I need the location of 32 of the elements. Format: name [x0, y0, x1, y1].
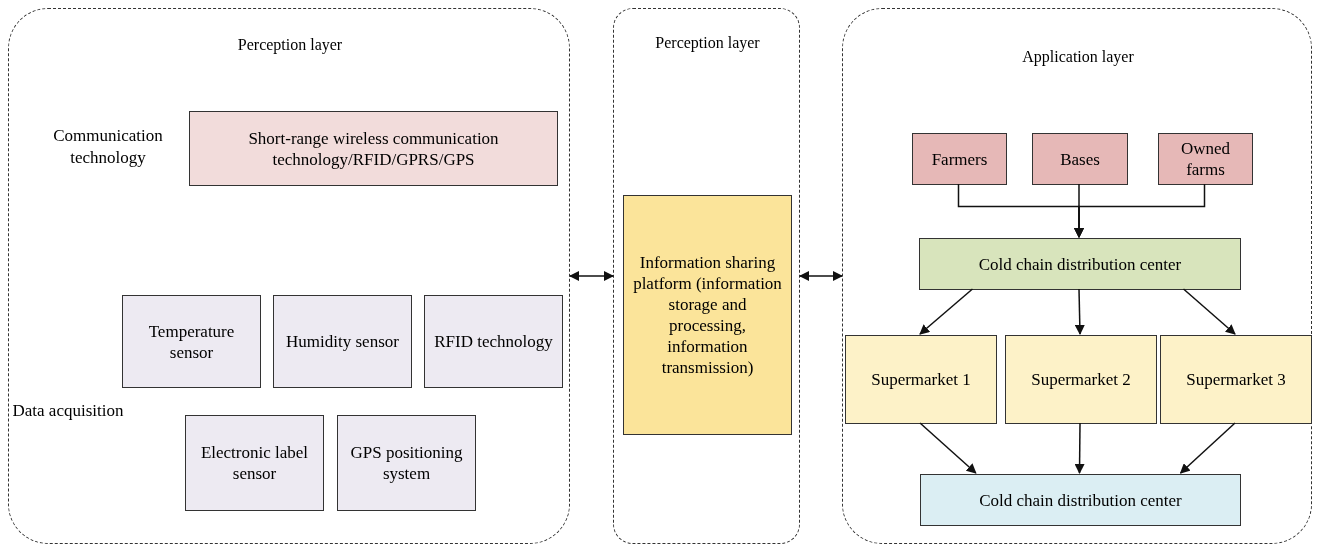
- arrow: [1182, 288, 1236, 335]
- arrow: [799, 271, 843, 281]
- process-box: Electronic label sensor: [185, 415, 324, 511]
- arrow: [919, 288, 974, 335]
- arrow: [1074, 183, 1206, 238]
- process-box: GPS positioning system: [337, 415, 476, 511]
- row-label: Data acquisition: [11, 400, 125, 422]
- process-box: Cold chain distribution center: [919, 238, 1241, 290]
- process-box: Temperature sensor: [122, 295, 261, 388]
- arrow: [1179, 422, 1236, 474]
- process-box: Cold chain distribution center: [920, 474, 1241, 526]
- process-box: Supermarket 2: [1005, 335, 1157, 424]
- layer-heading: Application layer: [1021, 47, 1135, 67]
- layer-panel: [613, 8, 800, 544]
- process-box: RFID technology: [424, 295, 563, 388]
- arrow: [919, 422, 977, 474]
- process-box: Humidity sensor: [273, 295, 412, 388]
- row-label: Communication technology: [52, 125, 164, 169]
- process-box: Short-range wireless communication technology/RFID/GPRS/GPS: [189, 111, 558, 186]
- process-box: Farmers: [912, 133, 1007, 185]
- arrow: [1074, 422, 1085, 474]
- arrow: [569, 271, 614, 281]
- process-box: Bases: [1032, 133, 1128, 185]
- process-box: Information sharing platform (information storage and processing, information transmission): [623, 195, 792, 435]
- layer-heading: Perception layer: [236, 35, 344, 55]
- process-box: Supermarket 3: [1160, 335, 1312, 424]
- layer-panel: [842, 8, 1312, 544]
- arrow: [1074, 288, 1085, 335]
- layer-heading: Perception layer: [654, 33, 761, 53]
- process-box: Owned farms: [1158, 133, 1253, 185]
- layer-panel: [8, 8, 570, 544]
- process-box: Supermarket 1: [845, 335, 997, 424]
